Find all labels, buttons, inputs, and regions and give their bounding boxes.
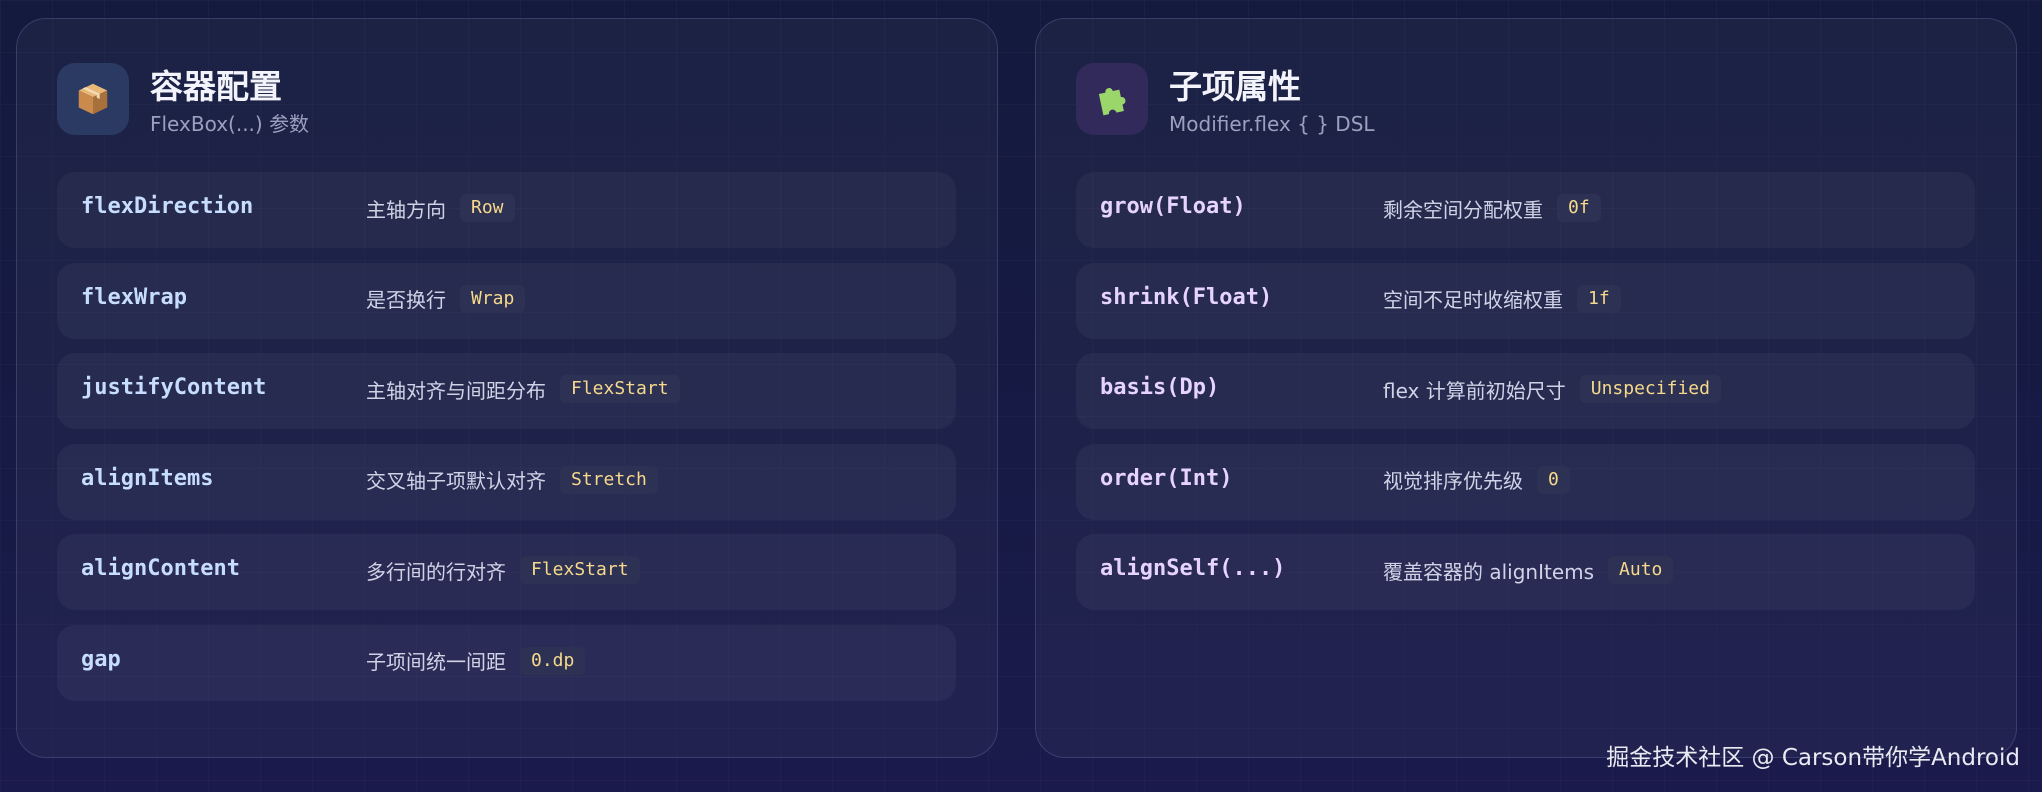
default-value-badge: FlexStart xyxy=(520,556,640,584)
card-subtitle: FlexBox(...) 参数 xyxy=(150,112,310,136)
property-description: flex 计算前初始尺寸 xyxy=(1383,378,1566,403)
property-name: basis(Dp) xyxy=(1100,375,1220,400)
property-description: 主轴对齐与间距分布 xyxy=(366,378,546,403)
default-value-badge: Row xyxy=(460,194,515,222)
card-title: 子项属性 xyxy=(1169,67,1301,106)
default-value-badge: 0 xyxy=(1537,465,1570,494)
property-description: 交叉轴子项默认对齐 xyxy=(366,469,546,493)
property-description: 主轴方向 xyxy=(366,197,446,222)
property-name: flexWrap xyxy=(81,284,187,310)
property-row-flexwrap: flexWrap 是否换行 Wrap xyxy=(57,262,956,339)
property-description: 视觉排序优先级 xyxy=(1383,469,1523,493)
property-name: alignItems xyxy=(81,465,214,491)
property-name: alignContent xyxy=(81,556,240,581)
property-row-basis: basis(Dp) flex 计算前初始尺寸 Unspecified xyxy=(1076,353,1975,429)
watermark: 掘金技术社区 @ Carson带你学Android xyxy=(1606,745,2020,771)
puzzle-piece-icon xyxy=(1076,63,1148,135)
property-row-order: order(Int) 视觉排序优先级 0 xyxy=(1076,443,1975,520)
default-value-badge: 1f xyxy=(1577,284,1621,313)
property-name: justifyContent xyxy=(81,375,267,400)
property-row-alignitems: alignItems 交叉轴子项默认对齐 Stretch xyxy=(57,443,956,520)
property-row-alignself: alignSelf(...) 覆盖容器的 alignItems Auto xyxy=(1076,534,1975,610)
property-list: grow(Float) 剩余空间分配权重 0f shrink(Float) 空间… xyxy=(1076,172,1975,625)
property-name: grow(Float) xyxy=(1100,194,1246,219)
property-description: 剩余空间分配权重 xyxy=(1383,197,1543,222)
property-description: 空间不足时收缩权重 xyxy=(1383,288,1563,312)
default-value-badge: Auto xyxy=(1608,556,1674,584)
property-row-aligncontent: alignContent 多行间的行对齐 FlexStart xyxy=(57,534,956,610)
card-title: 容器配置 xyxy=(150,67,282,106)
property-row-flexdirection: flexDirection 主轴方向 Row xyxy=(57,172,956,248)
property-description: 多行间的行对齐 xyxy=(366,559,506,584)
property-name: order(Int) xyxy=(1100,465,1233,491)
property-name: gap xyxy=(81,646,121,672)
property-row-gap: gap 子项间统一间距 0.dp xyxy=(57,624,956,701)
container-config-card: 容器配置 FlexBox(...) 参数 flexDirection 主轴方向 … xyxy=(16,18,998,758)
package-icon xyxy=(57,63,129,135)
property-name: alignSelf(...) xyxy=(1100,556,1286,581)
default-value-badge: 0f xyxy=(1557,194,1601,222)
property-description: 是否换行 xyxy=(366,288,446,312)
property-list: flexDirection 主轴方向 Row flexWrap 是否换行 Wra… xyxy=(57,172,956,715)
default-value-badge: FlexStart xyxy=(560,375,680,403)
property-name: flexDirection xyxy=(81,194,254,219)
default-value-badge: Wrap xyxy=(460,284,526,313)
default-value-badge: 0.dp xyxy=(520,646,586,675)
property-description: 覆盖容器的 alignItems xyxy=(1383,559,1595,584)
property-name: shrink(Float) xyxy=(1100,284,1273,310)
card-subtitle: Modifier.flex { } DSL xyxy=(1169,112,1375,136)
property-row-justifycontent: justifyContent 主轴对齐与间距分布 FlexStart xyxy=(57,353,956,429)
property-row-shrink: shrink(Float) 空间不足时收缩权重 1f xyxy=(1076,262,1975,339)
default-value-badge: Unspecified xyxy=(1579,375,1721,403)
property-description: 子项间统一间距 xyxy=(366,650,506,674)
property-row-grow: grow(Float) 剩余空间分配权重 0f xyxy=(1076,172,1975,248)
default-value-badge: Stretch xyxy=(560,465,658,494)
child-properties-card: 子项属性 Modifier.flex { } DSL grow(Float) 剩… xyxy=(1035,18,2017,758)
